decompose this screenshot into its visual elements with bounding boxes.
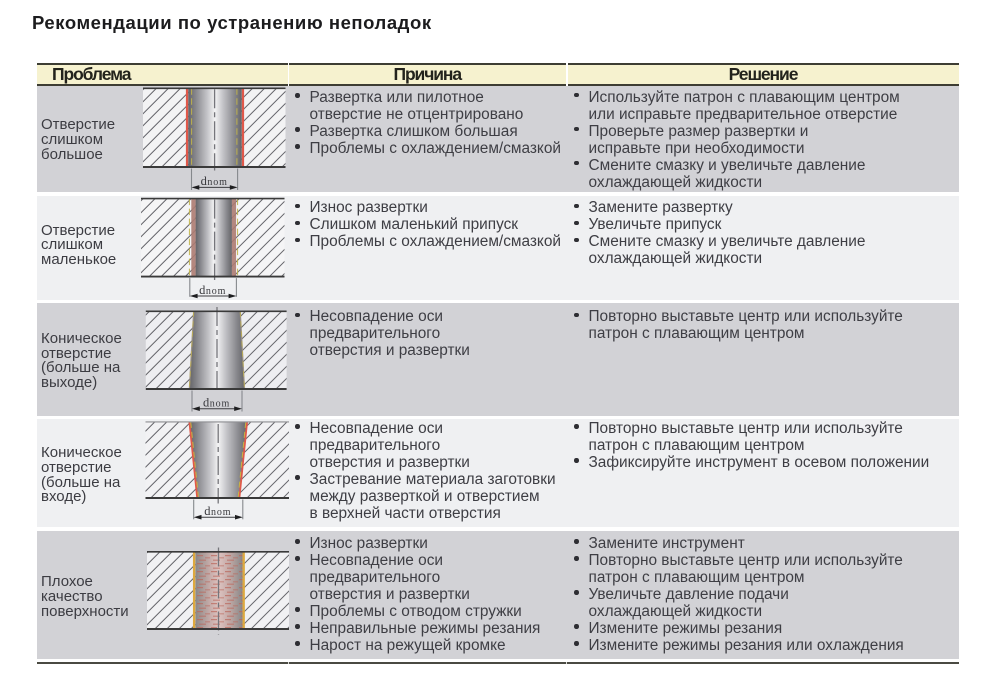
svg-text:dnom: dnom	[203, 395, 230, 409]
svg-text:dnom: dnom	[201, 174, 228, 188]
svg-text:dnom: dnom	[204, 504, 231, 518]
svg-text:dnom: dnom	[199, 283, 226, 297]
